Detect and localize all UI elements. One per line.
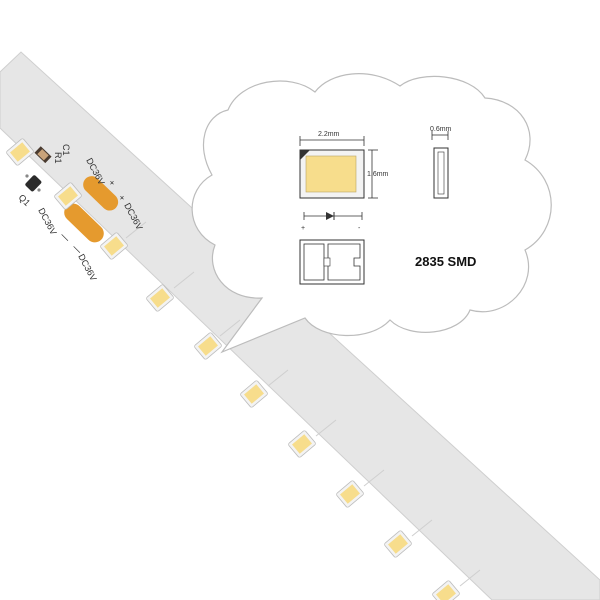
label-q1: Q1 <box>17 192 33 208</box>
strip-segment-mark <box>267 369 289 387</box>
led-top-phosphor <box>305 155 357 193</box>
strip-segment-mark <box>315 419 337 437</box>
led-side-view: 0.6mm <box>430 126 452 199</box>
width-dimension-label: 2.2mm <box>318 131 340 138</box>
strip-segment-mark <box>363 469 385 487</box>
label-plus-upper: + <box>107 177 118 188</box>
label-r1: R1 <box>53 152 63 164</box>
label-plus-lower: + <box>117 192 128 203</box>
led-chip-icon <box>146 284 174 312</box>
led-chips <box>6 138 460 600</box>
height-dimension-label: 1.6mm <box>367 171 389 178</box>
solder-pads <box>64 176 119 243</box>
strip-body <box>0 51 600 600</box>
led-chip-icon <box>384 530 412 558</box>
led-top-view: 2.2mm 1.6mm <box>299 131 389 199</box>
thickness-dimension-label: 0.6mm <box>430 126 452 133</box>
polarity-plus-label: + <box>301 225 305 232</box>
led-chip-icon <box>194 332 222 360</box>
transistor-icon <box>25 174 42 192</box>
led-chip-icon <box>288 430 316 458</box>
strip-segment-mark <box>459 569 481 587</box>
led-chip-icon <box>54 182 82 210</box>
led-package-title: 2835 SMD <box>415 254 476 269</box>
bubble-outline <box>191 73 552 354</box>
diode-symbol-icon: + - <box>301 212 363 232</box>
label-c1: C1 <box>61 144 71 156</box>
callout-bubble: 2.2mm 1.6mm 0.6mm + - <box>191 73 552 354</box>
led-chip-icon <box>240 380 268 408</box>
led-bottom-view <box>299 239 365 285</box>
label-dc36v-negative-lower: DC36V <box>76 252 98 282</box>
resistor-icon <box>34 146 52 164</box>
strip-segment-mark <box>219 319 241 337</box>
led-chip-icon <box>432 580 460 600</box>
led-chip-icon <box>6 138 34 166</box>
label-minus-upper: — <box>59 230 72 243</box>
strip-segment-mark <box>125 221 147 239</box>
label-dc36v-negative-upper: DC36V <box>36 206 58 236</box>
strip-segment-mark <box>173 271 195 289</box>
polarity-minus-label: - <box>358 225 361 232</box>
solder-pad-lower <box>83 176 119 211</box>
strip-segment-marks <box>125 221 481 587</box>
led-strip: R1 C1 Q1 DC36V + + DC36V DC36V — — DC36V <box>0 51 600 600</box>
strip-segment-mark <box>411 519 433 537</box>
led-chip-icon <box>100 232 128 260</box>
solder-pad-upper <box>64 203 104 243</box>
led-chip-icon <box>336 480 364 508</box>
